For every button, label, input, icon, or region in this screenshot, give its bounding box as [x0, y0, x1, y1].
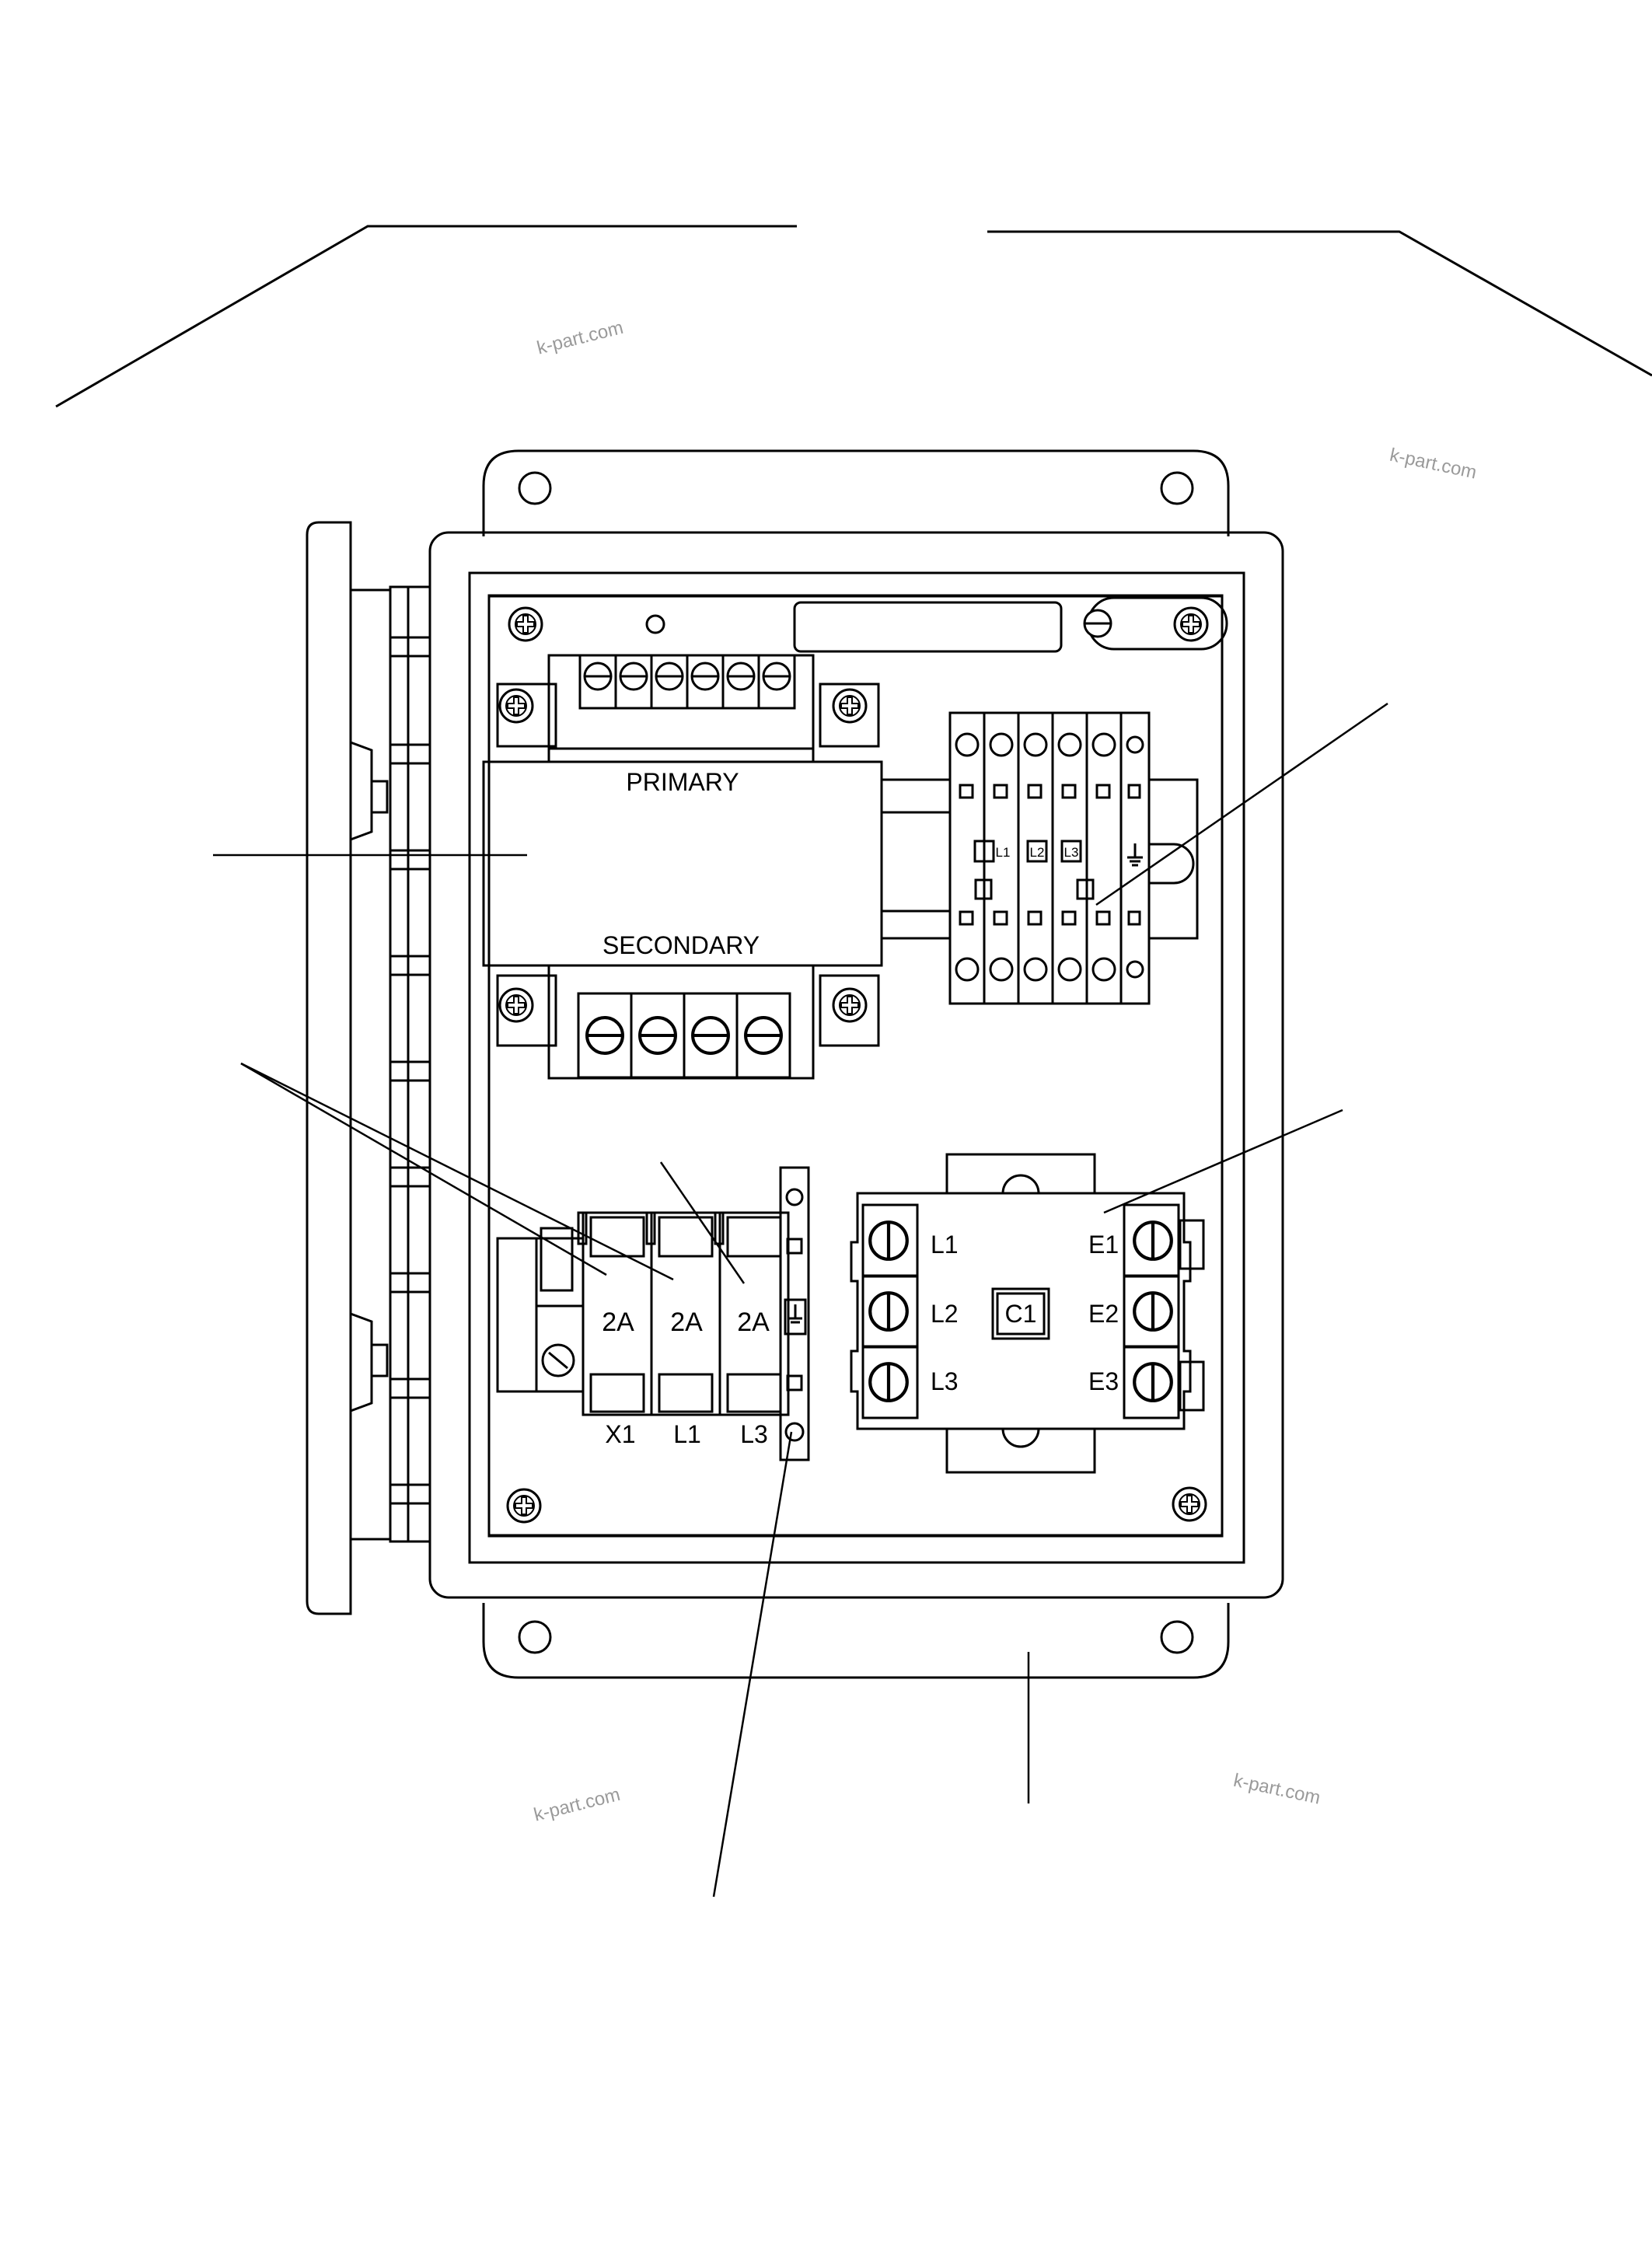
transformer-mount-screw-icon — [498, 688, 534, 724]
terminal-label-l1: L1 — [996, 845, 1011, 860]
contactor-line-l3: L3 — [931, 1367, 959, 1395]
contactor-load-e1: E1 — [1088, 1231, 1119, 1259]
fuse-rating-2: 2A — [670, 1308, 703, 1337]
contactor-load-e3: E3 — [1088, 1367, 1119, 1395]
transformer-primary-label: PRIMARY — [626, 768, 739, 796]
din-rail-terminal-block — [882, 711, 1199, 1005]
terminal-label-l3: L3 — [1064, 845, 1079, 860]
control-transformer — [482, 654, 883, 1080]
terminal-block-bottom-clamps — [955, 910, 1144, 982]
contactor-load-e2: E2 — [1088, 1300, 1119, 1328]
watermark-text: k-part.com — [1388, 445, 1478, 484]
transformer-secondary-label: SECONDARY — [602, 931, 760, 959]
leader-line-fuse-1 — [240, 1062, 607, 1276]
plate-screw-icon — [1172, 1486, 1207, 1522]
plate-screw-icon — [1173, 606, 1209, 642]
contactor-line-l2: L2 — [931, 1300, 959, 1328]
fuse-rating-3: 2A — [737, 1308, 770, 1337]
ground-lug — [1087, 596, 1228, 651]
back-mounting-plate — [487, 595, 1228, 1537]
leader-line-fuse-2 — [240, 1062, 674, 1281]
secondary-terminals — [577, 992, 791, 1079]
terminal-label-l2: L2 — [1030, 845, 1045, 860]
enclosure-door — [306, 521, 431, 1615]
leader-line-terminal-block — [1095, 702, 1388, 906]
contactor-coil-label: C1 — [1005, 1300, 1037, 1328]
cabinet-lid-outline — [55, 225, 1652, 408]
leader-line-contactor — [1103, 1109, 1343, 1214]
fuse-holder-assembly — [496, 1166, 810, 1461]
ground-screw-icon — [1083, 609, 1112, 638]
fuse-terminal-l1: L1 — [673, 1420, 701, 1448]
ground-terminal-strip — [779, 1166, 810, 1461]
watermark-text: k-part.com — [535, 317, 626, 359]
mounting-flange-bottom — [482, 1603, 1230, 1679]
door-hinge-knuckles — [389, 636, 431, 1505]
nameplate — [793, 601, 1063, 653]
fuse-terminal-x1: X1 — [605, 1420, 635, 1448]
contactor — [850, 1153, 1205, 1474]
leader-line-ground-strip — [712, 1431, 793, 1898]
contactor-line-l1: L1 — [931, 1231, 959, 1259]
terminal-block-ground-symbol — [1127, 843, 1143, 867]
fuse-rating-1: 2A — [602, 1308, 634, 1337]
watermark-text: k-part.com — [1231, 1770, 1322, 1809]
transformer-mount-screw-icon — [832, 987, 868, 1023]
transformer-mount-screw-icon — [498, 987, 534, 1023]
transformer-mount-screw-icon — [832, 688, 868, 724]
fuse-terminal-l3: L3 — [740, 1420, 768, 1448]
mounting-flange-top — [482, 449, 1230, 536]
plate-screw-icon — [506, 1488, 542, 1524]
primary-terminals — [578, 654, 796, 710]
watermark-text: k-part.com — [532, 1784, 623, 1826]
leader-line-fuse-3 — [659, 1161, 746, 1284]
leader-lines — [213, 702, 1388, 1898]
plate-screw-icon — [508, 606, 543, 642]
transformer-feet — [496, 683, 880, 1047]
terminal-block-top-clamps — [955, 732, 1144, 799]
